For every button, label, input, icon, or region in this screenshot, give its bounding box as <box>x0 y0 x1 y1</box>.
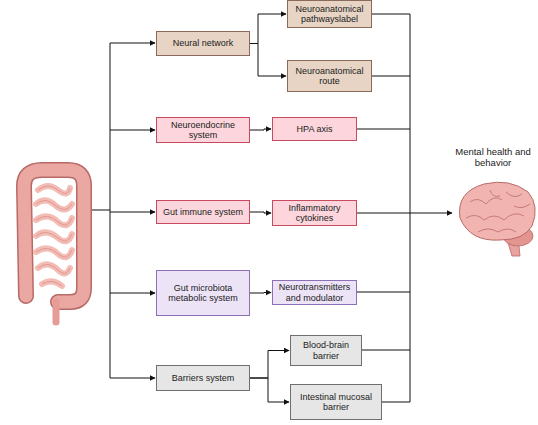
node-text: Barriers system <box>172 373 235 384</box>
network-box: Neural network <box>156 31 250 56</box>
merge-line <box>362 350 410 351</box>
pathway-box: HPA axis <box>272 117 357 141</box>
cerebrum <box>460 182 536 240</box>
barrier-box: Intestinal mucosal barrier <box>290 384 382 420</box>
branch-arrow <box>110 212 155 213</box>
connector-arrow <box>250 44 286 77</box>
merge-line <box>357 292 410 293</box>
brain-arrow <box>410 213 452 214</box>
brain-illustration <box>460 182 536 256</box>
merge-line <box>357 213 410 214</box>
pathway-box: Inflammatory cytokines <box>272 200 357 226</box>
branch-arrow <box>110 43 155 44</box>
pathway-box: Neuroanatomical pathwayslabel <box>287 0 372 28</box>
trunk-line <box>110 43 111 378</box>
colon-outline <box>24 170 84 302</box>
system-box: Barriers system <box>156 365 250 391</box>
node-text: Neural network <box>173 38 234 49</box>
small-intestine-folds <box>36 186 72 286</box>
merge-line <box>357 129 410 130</box>
branch-arrow <box>110 130 155 131</box>
colon <box>24 170 84 302</box>
node-text: Neuroanatomical route <box>291 66 368 87</box>
node-text: Gut immune system <box>163 207 243 218</box>
merge-line <box>372 76 410 77</box>
gut-link-line <box>92 210 110 211</box>
node-text: Neurotransmitters and modulator <box>276 282 353 303</box>
node-text: Intestinal mucosal barrier <box>294 392 378 413</box>
pathway-box: Neurotransmitters and modulator <box>272 280 357 305</box>
merge-line <box>382 402 410 403</box>
gut-illustration <box>24 170 84 322</box>
node-text: Inflammatory cytokines <box>276 203 353 224</box>
barrier-box: Blood-brain barrier <box>290 335 362 366</box>
brain-gyri <box>466 190 530 232</box>
trunk-line <box>410 14 411 402</box>
connector-arrow <box>250 378 289 402</box>
branch-arrow <box>110 378 155 379</box>
connector-arrow <box>250 292 271 294</box>
node-text: Gut microbiota metabolic system <box>160 283 246 304</box>
system-box: Neuroendocrine system <box>156 117 250 143</box>
system-box: Gut immune system <box>156 200 250 224</box>
node-text: Neuroanatomical pathwayslabel <box>291 4 368 25</box>
node-text: Blood-brain barrier <box>294 340 358 361</box>
output-label: Mental health and behavior <box>448 146 538 168</box>
node-text: HPA axis <box>297 124 333 135</box>
node-text: Neuroendocrine system <box>160 120 246 141</box>
connector-arrow <box>250 351 289 379</box>
system-box: Gut microbiota metabolic system <box>156 270 250 316</box>
merge-line <box>372 14 410 15</box>
rectum <box>53 302 60 322</box>
connector-arrow <box>250 129 271 130</box>
pathway-box: Neuroanatomical route <box>287 60 372 92</box>
connector-arrow <box>250 14 286 44</box>
connector-arrow <box>250 212 271 213</box>
small-intestine <box>36 186 72 286</box>
left-trunk <box>92 43 155 378</box>
branch-arrow <box>110 293 155 294</box>
